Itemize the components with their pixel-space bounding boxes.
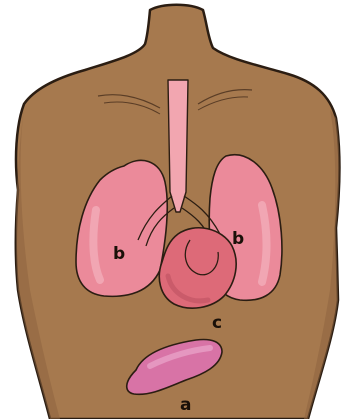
label-heart: c — [212, 313, 222, 333]
label-lung-right: b — [232, 229, 244, 249]
trachea — [168, 80, 188, 212]
label-lung-left: b — [113, 244, 125, 264]
label-stomach: a — [180, 395, 191, 415]
lung-right-highlight — [262, 205, 267, 282]
